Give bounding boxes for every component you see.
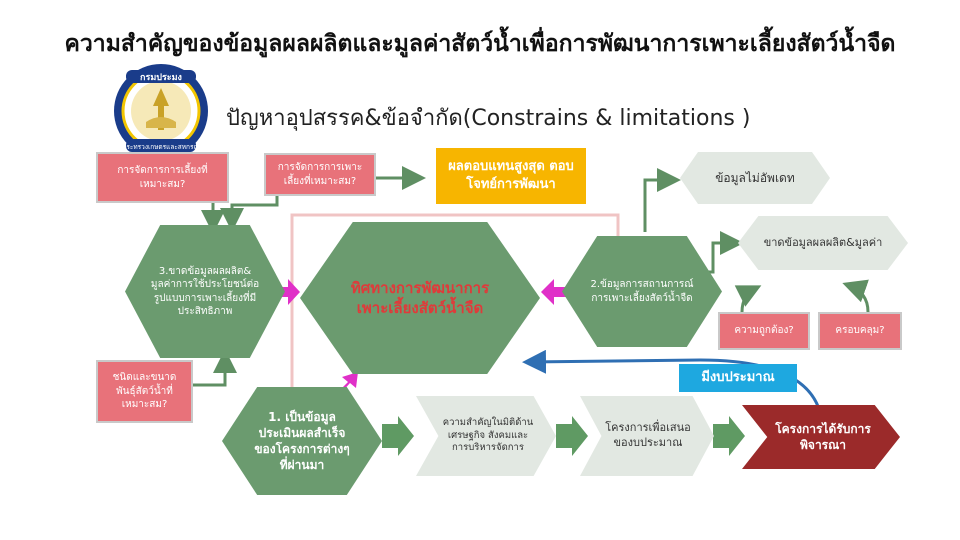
lack-data-label: 3.ขาดข้อมูลผลผลิต& มูลค่าการใช้ประโยชน์ต… <box>150 265 260 318</box>
situation-node: 2.ข้อมูลการสถานการณ์การเพาะเลี้ยงสัตว์น้… <box>562 236 722 347</box>
species-size-label: ชนิดและขนาดพันธุ์สัตว์น้ำที่เหมาะสม? <box>112 372 177 411</box>
evaluation-label: 1. เป็นข้อมูลประเมินผลสำเร็จของโครงการต่… <box>254 409 350 473</box>
direction-node: ทิศทางการพัฒนาการเพาะเลี้ยงสัตว์น้ำจืด <box>300 222 540 374</box>
magenta-arrow-right <box>541 279 566 305</box>
direction-label: ทิศทางการพัฒนาการเพาะเลี้ยงสัตว์น้ำจืด <box>350 278 490 317</box>
mgmt-suitable-label: การจัดการการเลี้ยงที่เหมาะสม? <box>117 165 208 190</box>
mgmt-farming-label: การจัดการการเพาะเลี้ยงที่เหมาะสม? <box>277 162 363 187</box>
lack-data-node: 3.ขาดข้อมูลผลผลิต& มูลค่าการใช้ประโยชน์ต… <box>125 225 285 358</box>
coverage-label: ครอบคลุม? <box>835 325 885 337</box>
conn-farming-to-lack <box>220 195 279 232</box>
not-updated-label: ข้อมูลไม่อัพเดท <box>715 170 795 185</box>
logo-text-top: กรมประมง <box>140 72 182 83</box>
importance-label: ความสำคัญในมิติด้านเศรษฐกิจ สังคมและการบ… <box>442 416 534 454</box>
best-return-box: ผลตอบแทนสูงสุด ตอบโจทย์การพัฒนา <box>436 148 586 204</box>
subtitle: ปัญหาอุปสรรค&ข้อจำกัด(Constrains & limit… <box>226 106 751 131</box>
block-arrow-3 <box>713 416 745 456</box>
accuracy-label: ความถูกต้อง? <box>734 325 794 337</box>
evaluation-node: 1. เป็นข้อมูลประเมินผลสำเร็จของโครงการต่… <box>222 387 382 495</box>
accuracy-box: ความถูกต้อง? <box>718 312 810 350</box>
mgmt-suitable-box: การจัดการการเลี้ยงที่เหมาะสม? <box>96 152 229 203</box>
situation-label: 2.ข้อมูลการสถานการณ์การเพาะเลี้ยงสัตว์น้… <box>590 279 694 304</box>
approved-label: โครงการได้รับการพิจารณา <box>775 421 871 452</box>
department-logo: กรมประมง กระทรวงเกษตรและสหกรณ์ <box>112 62 210 160</box>
conn-situation-to-update <box>643 168 681 232</box>
lack-prod-value-node: ขาดข้อมูลผลผลิต&มูลค่า <box>738 216 908 270</box>
block-arrow-1 <box>382 416 414 456</box>
conn-accuracy-up <box>734 285 762 313</box>
lack-prod-value-label: ขาดข้อมูลผลผลิต&มูลค่า <box>763 235 883 249</box>
coverage-box: ครอบคลุม? <box>818 312 902 350</box>
has-budget-label: มีงบประมาณ <box>701 370 775 386</box>
mgmt-farming-box: การจัดการการเพาะเลี้ยงที่เหมาะสม? <box>264 153 376 196</box>
importance-node: ความสำคัญในมิติด้านเศรษฐกิจ สังคมและการบ… <box>416 396 556 476</box>
not-updated-node: ข้อมูลไม่อัพเดท <box>680 152 830 204</box>
proposal-node: โครงการเพื่อเสนอของบประมาณ <box>580 396 714 476</box>
page-title: ความสำคัญของข้อมูลผลผลิตและมูลค่าสัตว์น้… <box>64 31 896 57</box>
proposal-label: โครงการเพื่อเสนอของบประมาณ <box>605 421 691 449</box>
approved-node: โครงการได้รับการพิจารณา <box>742 405 900 469</box>
has-budget-box: มีงบประมาณ <box>679 364 797 392</box>
loop-line <box>290 213 620 425</box>
logo-text-bottom: กระทรวงเกษตรและสหกรณ์ <box>122 143 199 151</box>
species-size-box: ชนิดและขนาดพันธุ์สัตว์น้ำที่เหมาะสม? <box>96 360 193 423</box>
conn-coverage-up <box>842 279 870 313</box>
block-arrow-2 <box>556 416 588 456</box>
conn-species-to-lack <box>192 349 237 387</box>
magenta-arrow-left <box>276 279 300 305</box>
best-return-label: ผลตอบแทนสูงสุด ตอบโจทย์การพัฒนา <box>448 159 574 192</box>
